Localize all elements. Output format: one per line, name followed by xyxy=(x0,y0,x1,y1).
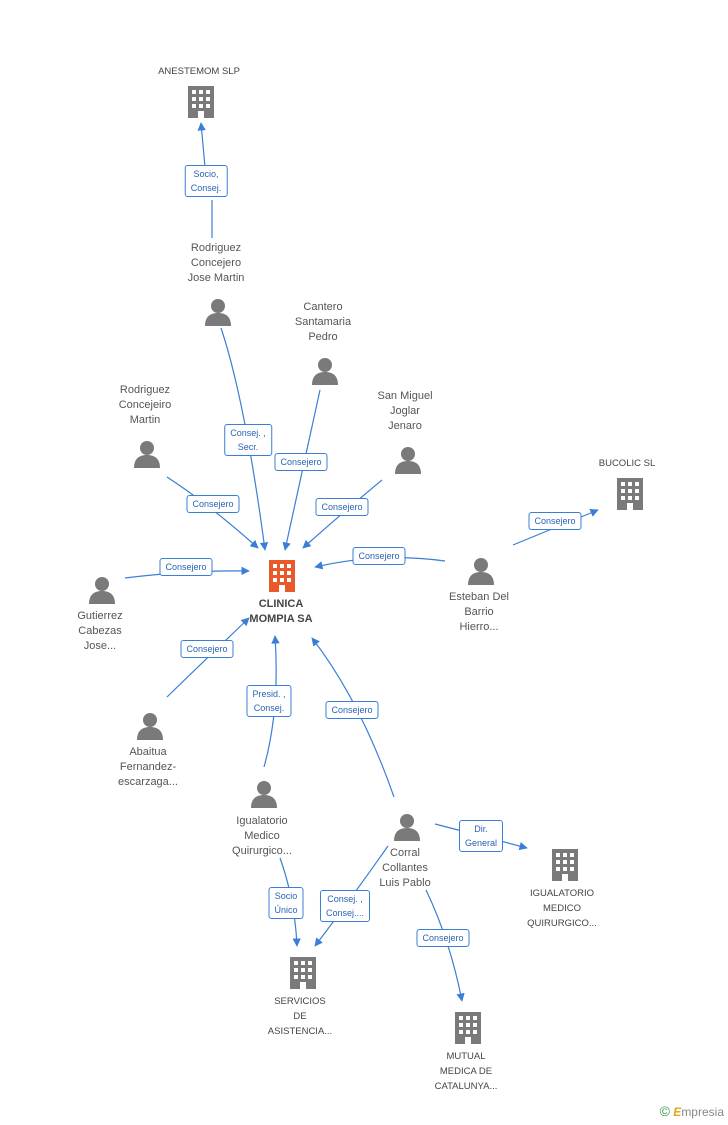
edge-label-dir-general[interactable]: Dir. General xyxy=(458,820,504,852)
node-label-rodriguez-martin[interactable]: Rodriguez Concejeiro Martin xyxy=(118,384,172,426)
node-label-igualatorio-person[interactable]: Igualatorio Medico Quirurgico... xyxy=(232,815,292,857)
edge-line xyxy=(220,327,269,551)
brand-initial: E xyxy=(673,1105,682,1119)
copyright-icon: © xyxy=(659,1103,670,1119)
edge-line xyxy=(166,617,250,698)
person-icon[interactable] xyxy=(312,358,338,385)
node-label-servicios[interactable]: SERVICIOS DE ASISTENCIA... xyxy=(267,996,333,1037)
edge-label-consejero[interactable]: Consejero xyxy=(325,701,379,719)
person-icon[interactable] xyxy=(137,713,163,740)
edge-label-consejero[interactable]: Consejero xyxy=(274,453,328,471)
person-icon[interactable] xyxy=(89,577,115,604)
edge-label-consejero[interactable]: Consejero xyxy=(528,512,582,530)
edge-label-socio-unico[interactable]: Socio Único xyxy=(268,887,304,919)
person-icon[interactable] xyxy=(251,781,277,808)
brand-name: mpresia xyxy=(681,1105,724,1119)
building-icon[interactable] xyxy=(269,560,295,592)
node-label-clinica-mompia[interactable]: CLINICA MOMPIA SA xyxy=(249,598,313,625)
edge-label-consejero[interactable]: Consejero xyxy=(159,558,213,576)
building-icon[interactable] xyxy=(552,849,578,881)
node-label-cantero[interactable]: Cantero Santamaria Pedro xyxy=(294,301,352,343)
person-icon[interactable] xyxy=(395,447,421,474)
edge-label-consejero[interactable]: Consejero xyxy=(416,929,470,947)
edge-label-consej-secr[interactable]: Consej. , Secr. xyxy=(224,424,272,456)
edge-label-consejero[interactable]: Consejero xyxy=(352,547,406,565)
node-label-rodriguez-jose[interactable]: Rodriguez Concejero Jose Martin xyxy=(187,242,245,284)
node-label-corral[interactable]: Corral Collantes Luis Pablo xyxy=(379,847,431,889)
person-icon[interactable] xyxy=(394,814,420,841)
node-label-igualatorio-company[interactable]: IGUALATORIO MEDICO QUIRURGICO... xyxy=(527,888,597,929)
node-label-san-miguel[interactable]: San Miguel Joglar Jenaro xyxy=(377,390,433,432)
node-label-esteban[interactable]: Esteban Del Barrio Hierro... xyxy=(449,591,509,633)
building-icon[interactable] xyxy=(617,478,643,510)
building-icon[interactable] xyxy=(455,1012,481,1044)
edge-label-consej-consej[interactable]: Consej. , Consej.... xyxy=(319,890,371,922)
node-label-bucolic[interactable]: BUCOLIC SL xyxy=(598,458,656,469)
empresia-watermark: © Empresia xyxy=(660,1103,724,1119)
building-icon[interactable] xyxy=(188,86,214,118)
person-icon[interactable] xyxy=(468,558,494,585)
person-icon[interactable] xyxy=(205,299,231,326)
node-label-mutual[interactable]: MUTUAL MEDICA DE CATALUNYA... xyxy=(434,1051,498,1092)
edge-line xyxy=(197,122,206,168)
edge-label-consejero[interactable]: Consejero xyxy=(186,495,240,513)
edge-label-consejero[interactable]: Consejero xyxy=(180,640,234,658)
building-icon[interactable] xyxy=(290,957,316,989)
edge-label-socio-consej[interactable]: Socio, Consej. xyxy=(184,165,228,197)
edge-label-consejero[interactable]: Consejero xyxy=(315,498,369,516)
node-label-abaitua[interactable]: Abaitua Fernandez- escarzaga... xyxy=(118,746,178,788)
node-label-gutierrez[interactable]: Gutierrez Cabezas Jose... xyxy=(77,610,123,652)
node-label-anestemom[interactable]: ANESTEMOM SLP xyxy=(158,66,240,77)
edge-label-presid-consej[interactable]: Presid. , Consej. xyxy=(246,685,292,717)
person-icon[interactable] xyxy=(134,441,160,468)
